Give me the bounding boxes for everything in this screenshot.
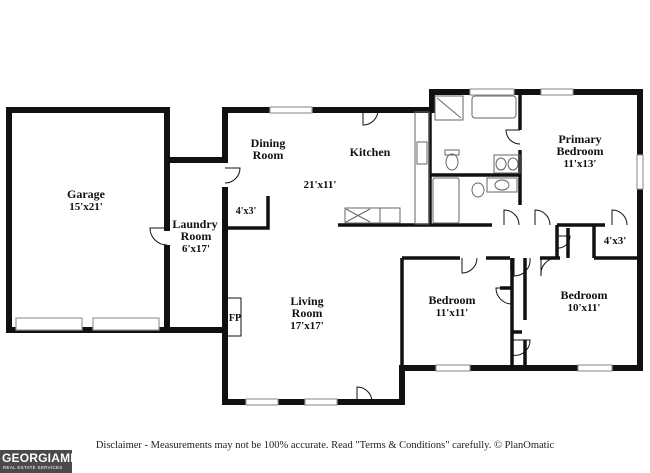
logo-subtext: REAL ESTATE SERVICES bbox=[3, 465, 63, 470]
garage-size: 15'x21' bbox=[69, 201, 103, 213]
bedroom2-size: 10'x11' bbox=[567, 302, 600, 314]
bedroom1-label: Bedroom bbox=[428, 293, 475, 307]
living-size: 17'x17' bbox=[290, 320, 324, 332]
dining-label-2: Room bbox=[253, 148, 284, 162]
fixtures bbox=[226, 95, 521, 337]
closet-size: 4'x3' bbox=[604, 235, 627, 247]
garage-label: Garage bbox=[67, 187, 106, 201]
kitchen-label: Kitchen bbox=[350, 145, 391, 159]
room-labels: Garage 15'x21' Laundry Room 6'x17' Dinin… bbox=[67, 132, 626, 332]
primary-label-1: Primary bbox=[558, 132, 601, 146]
fireplace-label: FP bbox=[229, 313, 241, 324]
bedroom1-size: 11'x11' bbox=[436, 307, 468, 319]
disclaimer-text: Disclaimer - Measurements may not be 100… bbox=[95, 440, 555, 451]
laundry-label-2: Room bbox=[181, 229, 212, 243]
floor-plan: Garage 15'x21' Laundry Room 6'x17' Dinin… bbox=[6, 88, 644, 406]
logo-text: GEORGIAMLS bbox=[2, 451, 87, 465]
dining-label-1: Dining bbox=[251, 136, 286, 150]
living-label-1: Living bbox=[290, 294, 323, 308]
kitchen-size: 21'x11' bbox=[303, 179, 336, 191]
georgia-mls-logo: GEORGIAMLS REAL ESTATE SERVICES bbox=[0, 450, 86, 473]
pantry-size: 4'x3' bbox=[236, 206, 257, 217]
doors bbox=[149, 109, 628, 403]
bedroom2-label: Bedroom bbox=[560, 288, 607, 302]
laundry-label-1: Laundry bbox=[172, 217, 217, 231]
windows bbox=[15, 88, 644, 406]
living-label-2: Room bbox=[292, 306, 323, 320]
walls bbox=[6, 89, 643, 405]
laundry-size: 6'x17' bbox=[182, 243, 210, 255]
primary-size: 11'x13' bbox=[563, 158, 596, 170]
primary-label-2: Bedroom bbox=[556, 144, 603, 158]
